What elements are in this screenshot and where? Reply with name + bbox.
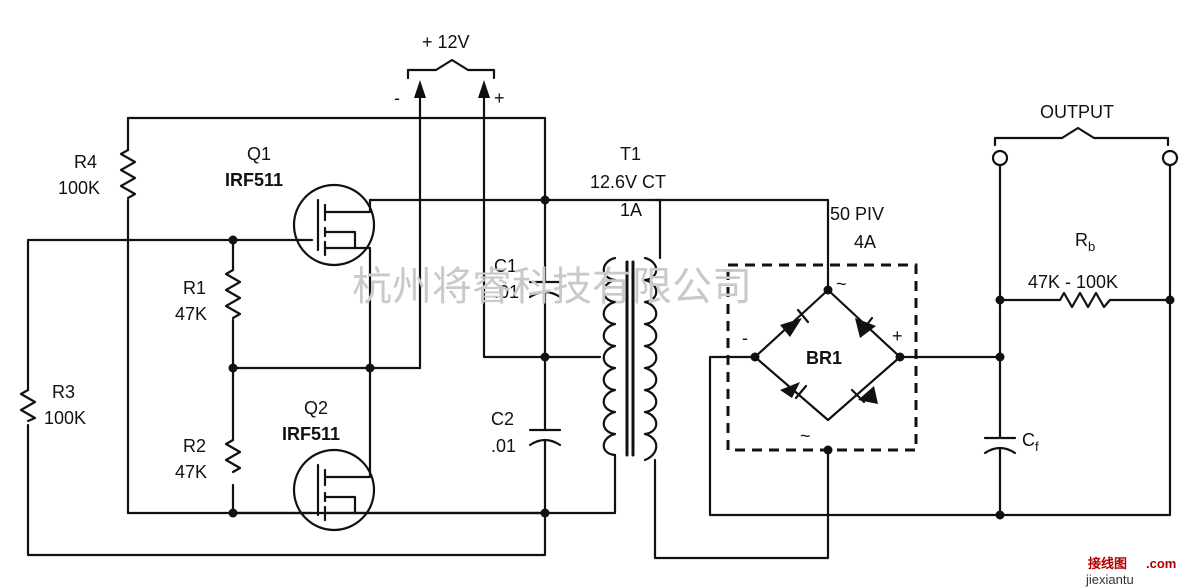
rb-ref: Rb: [1075, 230, 1095, 254]
svg-text:jiexiantu: jiexiantu: [1085, 572, 1134, 587]
diode-icon: [780, 308, 810, 337]
c2-ref: C2: [491, 409, 514, 429]
r3-ref: R3: [52, 382, 75, 402]
bridge-ref: BR1: [806, 348, 842, 368]
bridge-plus: +: [892, 326, 903, 346]
bridge-ac-top: ~: [836, 274, 847, 294]
c1-capacitor: [528, 263, 562, 302]
supply-plus: +: [494, 88, 505, 108]
r3-resistor: [19, 388, 37, 423]
c1-ref: C1: [494, 256, 517, 276]
bridge-minus: -: [742, 328, 748, 348]
t1-current: 1A: [620, 200, 642, 220]
output-label: OUTPUT: [1040, 102, 1114, 122]
q2-mosfet: [292, 448, 377, 532]
t1-ref: T1: [620, 144, 641, 164]
r4-value: 100K: [58, 178, 100, 198]
c1-value: .01: [494, 282, 519, 302]
bridge-ac-bottom: ~: [800, 426, 811, 446]
r2-ref: R2: [183, 436, 206, 456]
q1-ref: Q1: [247, 144, 271, 164]
bridge-rating-v: 50 PIV: [830, 204, 884, 224]
c2-value: .01: [491, 436, 516, 456]
r4-resistor: [119, 148, 137, 200]
q2-part: IRF511: [282, 424, 340, 444]
r1-resistor: [224, 268, 242, 320]
c2-capacitor: [528, 418, 562, 452]
svg-text:.com: .com: [1146, 556, 1176, 571]
bridge-enclosure: [726, 263, 918, 452]
bridge-rating-a: 4A: [854, 232, 876, 252]
watermark-text: 杭州将睿科技有限公司: [352, 264, 752, 310]
q1-mosfet: [292, 183, 377, 267]
diode-icon: [850, 386, 878, 404]
rb-resistor: [1058, 291, 1112, 309]
r4-ref: R4: [74, 152, 97, 172]
r1-value: 47K: [175, 304, 207, 324]
diode-icon: [780, 382, 808, 400]
r2-value: 47K: [175, 462, 207, 482]
junction-dots: [228, 195, 1175, 520]
supply-arrows: [414, 80, 490, 98]
cf-ref: Cf: [1022, 430, 1039, 454]
cf-capacitor: [983, 428, 1017, 467]
rb-value: 47K - 100K: [1028, 272, 1118, 292]
supply-minus: -: [394, 88, 400, 108]
t1-spec: 12.6V CT: [590, 172, 666, 192]
svg-text:接线图: 接线图: [1088, 556, 1127, 571]
site-logo: 接线图 .com jiexiantu: [1085, 556, 1176, 587]
diode-icon: [855, 316, 876, 338]
transformer-t1: [602, 198, 662, 462]
supply-label: + 12V: [422, 32, 470, 52]
r2-resistor: [224, 438, 242, 474]
q2-ref: Q2: [304, 398, 328, 418]
r1-ref: R1: [183, 278, 206, 298]
output-terminal-left[interactable]: [991, 149, 1009, 167]
output-terminal-right[interactable]: [1161, 149, 1179, 167]
q1-part: IRF511: [225, 170, 283, 190]
bridge-rectifier-br1: [753, 288, 902, 422]
r3-value: 100K: [44, 408, 86, 428]
